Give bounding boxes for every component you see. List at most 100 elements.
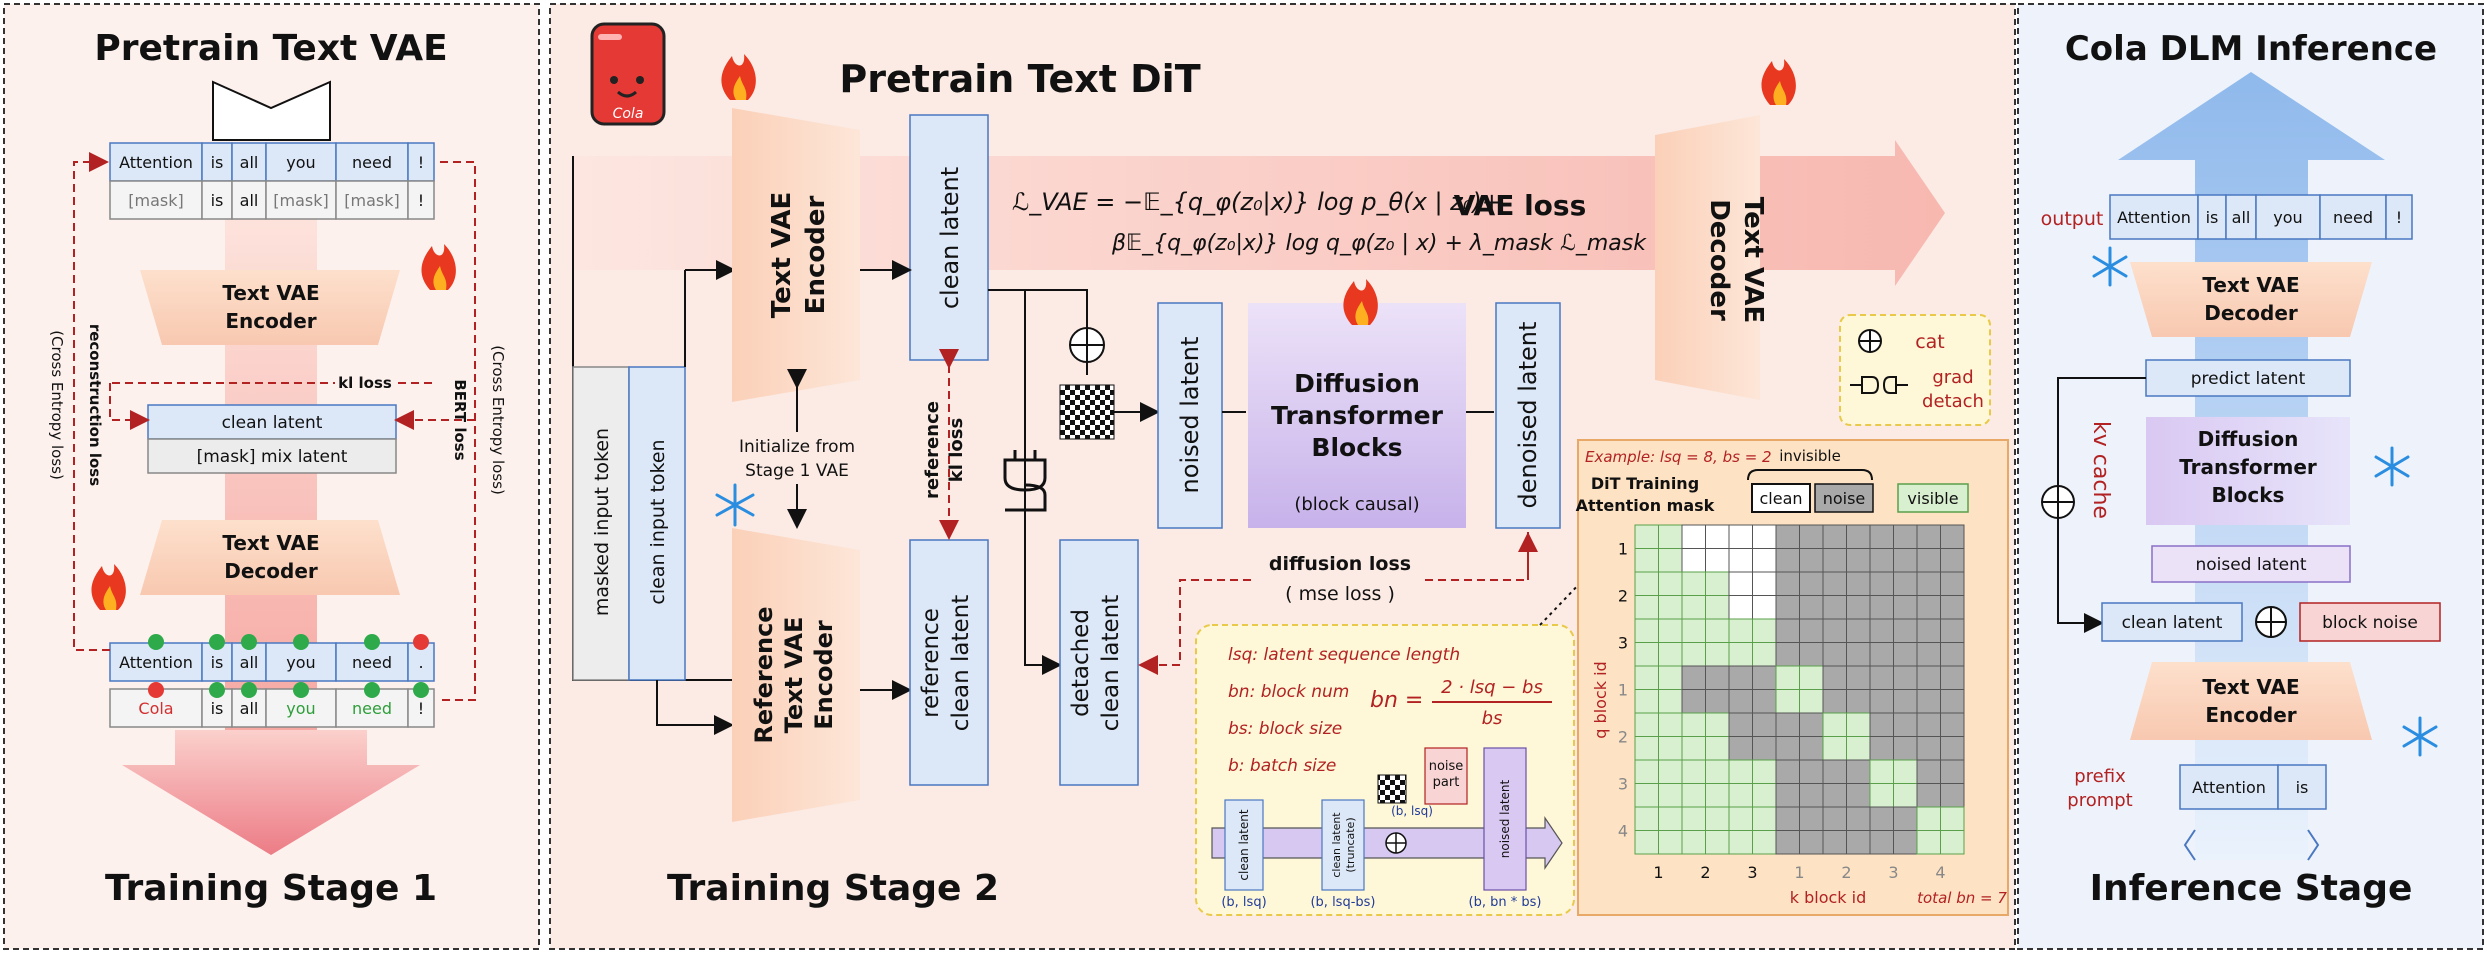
check-icon <box>293 634 309 650</box>
s1-top-row-cell <box>201 142 233 182</box>
mask-cell <box>1705 618 1730 643</box>
stage1-bert-label: BERT loss <box>451 379 469 460</box>
inf-out-row-cell <box>2109 194 2199 240</box>
stage2-dit-sub: (block causal) <box>1294 494 1419 515</box>
mask-cell <box>1869 524 1894 549</box>
stage2-decoder-label: Text VAEDecoder <box>1704 197 1768 323</box>
mask-cell <box>1846 806 1871 831</box>
mask-cell <box>1916 548 1941 573</box>
mask-cell <box>1681 806 1706 831</box>
cross-icon <box>413 634 429 650</box>
mask-cell <box>1658 548 1683 573</box>
stage2-encoder-line1: Text VAE <box>767 192 797 318</box>
mask-cell <box>1940 783 1965 808</box>
mask-cell <box>1916 618 1941 643</box>
mask-cell <box>1728 759 1753 784</box>
masked-input-label: masked input token <box>591 428 613 616</box>
ref-encoder-line2: Text VAE <box>780 617 808 734</box>
stage2-denoised-latent <box>1495 302 1561 529</box>
mask-cell <box>1916 595 1941 620</box>
s1-top-row-token: ! <box>418 153 424 172</box>
mask-example: Example: lsq = 8, bs = 2 <box>1585 448 1772 466</box>
mask-cell <box>1869 595 1894 620</box>
stage2-decoder-shape <box>1655 115 1760 400</box>
check-icon <box>293 682 309 698</box>
mask-cell <box>1681 524 1706 549</box>
mask-cell <box>1634 524 1659 549</box>
stage1-encoder-fire-icon <box>421 244 456 290</box>
mini-clean-latent <box>1224 799 1264 891</box>
mini-noised-latent-label: noised latent <box>1498 779 1512 858</box>
mini-noise-part-line1: noise <box>1429 759 1464 774</box>
stage1-kl-bg <box>335 373 395 393</box>
mask-cell <box>1728 548 1753 573</box>
mask-col-label: 3 <box>1888 863 1898 882</box>
mask-col-label: 3 <box>1747 863 1757 882</box>
mask-col-label: 1 <box>1653 863 1663 882</box>
inference-dit-snowflake-icon <box>2374 446 2410 487</box>
mask-cell <box>1822 642 1847 667</box>
def-b: b: batch size <box>1228 756 1336 776</box>
mask-cell <box>1799 571 1824 596</box>
mask-cell <box>1681 595 1706 620</box>
mask-cell <box>1705 689 1730 714</box>
mask-cell <box>1752 618 1777 643</box>
mask-cell <box>1893 783 1918 808</box>
inference-arrow-tail <box>2183 829 2320 861</box>
mask-cell <box>1634 618 1659 643</box>
init-note-line1: Initialize from <box>739 437 855 457</box>
mini-noised-latent <box>1483 747 1527 891</box>
inference-prefix-line1: prefix <box>2074 766 2126 787</box>
mask-cell <box>1752 524 1777 549</box>
mask-cell <box>1658 736 1683 761</box>
clean-input-to-ref-arrow <box>656 680 734 735</box>
inference-block-noise <box>2299 602 2441 642</box>
mask-cell <box>1893 806 1918 831</box>
legend-clean-swatch <box>1751 483 1811 513</box>
mask-cell <box>1634 783 1659 808</box>
stage2-dit-fire-icon <box>1343 279 1378 325</box>
mini-clean-latent-label: clean latent <box>1237 809 1251 880</box>
mask-cell <box>1728 712 1753 737</box>
inference-prefix-line2: prompt <box>2067 790 2132 811</box>
inf-out-row-cell <box>2225 194 2257 240</box>
ref-encoder-shape <box>732 528 860 822</box>
mask-cell <box>1634 689 1659 714</box>
stage1-recon-path <box>73 152 110 651</box>
mask-cell <box>1658 806 1683 831</box>
stage2-dit-line2: Transformer <box>1271 401 1444 430</box>
mask-cell <box>1869 665 1894 690</box>
stage1-title: Pretrain Text VAE <box>94 28 447 69</box>
mask-cell <box>1658 830 1683 855</box>
stage2-footer: Training Stage 2 <box>667 868 999 909</box>
mask-cell <box>1846 524 1871 549</box>
mask-cell <box>1893 642 1918 667</box>
mask-cell <box>1869 689 1894 714</box>
mask-cell <box>1916 783 1941 808</box>
mask-cell <box>1705 712 1730 737</box>
inference-clean-latent-label: clean latent <box>2122 613 2223 633</box>
mask-cell <box>1869 806 1894 831</box>
mask-cell <box>1681 689 1706 714</box>
mask-cell <box>1681 759 1706 784</box>
mask-cell <box>1775 571 1800 596</box>
legend-visible-swatch <box>1897 483 1969 513</box>
mask-cell <box>1940 548 1965 573</box>
vae-formula-line2: β𝔼_{q_φ(z₀|x)} log q_φ(z₀ | x) + λ_mask … <box>1111 231 1647 256</box>
vae-formula-line1: ℒ_VAE = −𝔼_{q_φ(z₀|x)} log p_θ(x | z₀)+ <box>1012 188 1502 216</box>
s1-top-row-token: is <box>211 153 224 172</box>
mask-cell <box>1705 595 1730 620</box>
def-formula-den: bs <box>1482 708 1503 729</box>
mask-cell <box>1775 736 1800 761</box>
stage2-dit-line1: Diffusion <box>1294 369 1420 398</box>
mask-cell <box>1822 806 1847 831</box>
inference-encoder-line1: Text VAE <box>2202 675 2299 699</box>
inference-noised-latent <box>2151 545 2351 583</box>
check-icon <box>241 634 257 650</box>
mask-cell <box>1940 736 1965 761</box>
mask-cell <box>1893 548 1918 573</box>
mask-cell <box>1681 618 1706 643</box>
ref-encoder-line1: Reference <box>750 606 778 743</box>
